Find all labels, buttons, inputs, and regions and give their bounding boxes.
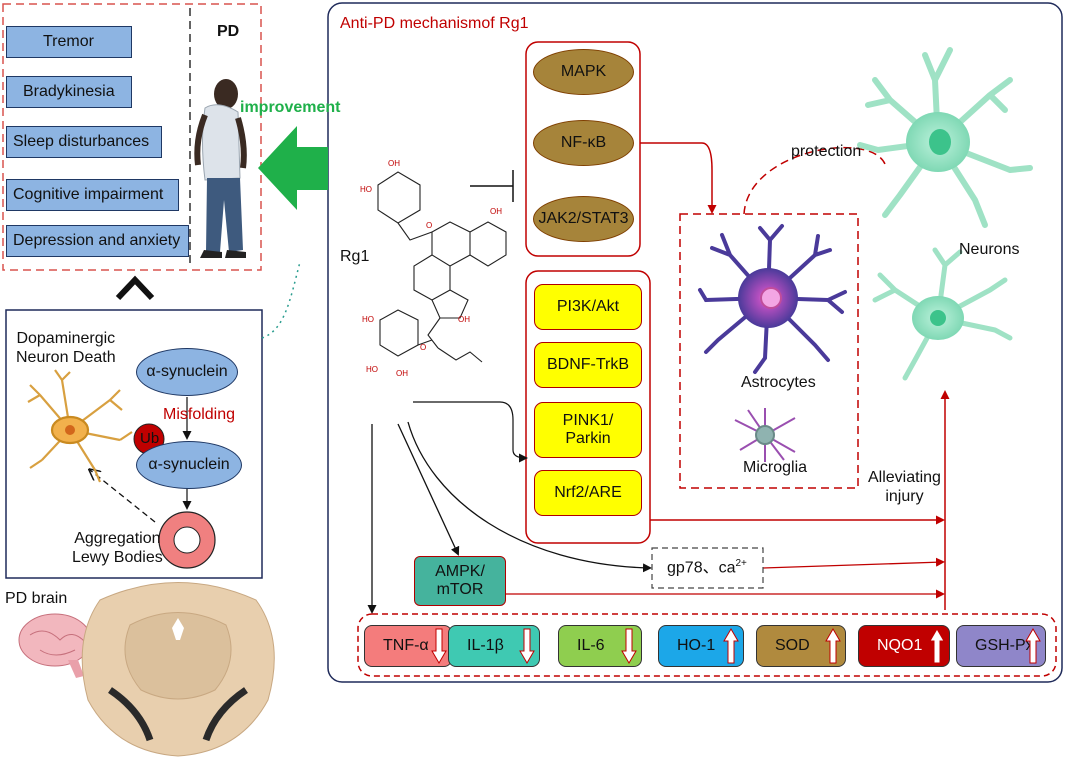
marker-label: HO-1 [677, 636, 716, 654]
improvement-label: improvement [240, 99, 341, 116]
marker-0: TNF-α [364, 625, 452, 667]
marker-label: NQO1 [877, 636, 923, 654]
astrocytes-label: Astrocytes [741, 374, 816, 391]
svg-text:HO: HO [362, 315, 374, 324]
marker-label: SOD [775, 636, 810, 654]
down-arrow-icon [431, 628, 447, 664]
brain-icon [18, 613, 92, 678]
microglia-illustration [734, 408, 796, 462]
pathway-bdnf-trkb: BDNF-TrkB [534, 342, 642, 388]
symptoms-frame [2, 3, 262, 271]
marker-5: NQO1 [858, 625, 950, 667]
marker-3: HO-1 [658, 625, 744, 667]
marker-label: GSH-Px [975, 636, 1034, 654]
svg-text:OH: OH [490, 207, 502, 216]
up-arrow-icon [929, 628, 945, 664]
pathway-nrf2-are: Nrf2/ARE [534, 470, 642, 516]
pathway-pi3k-akt: PI3K/Akt [534, 284, 642, 330]
neurons-label: Neurons [959, 241, 1020, 258]
up-arrow-icon [825, 628, 841, 664]
pathway-nfkb: NF-κB [533, 120, 634, 166]
microglia-label: Microglia [743, 459, 808, 476]
svg-text:OH: OH [458, 315, 470, 324]
neuron-bottom-illustration [872, 247, 1013, 381]
up-arrow-icon [1025, 628, 1041, 664]
marker-2: IL-6 [558, 625, 642, 667]
symptom-sleep: Sleep disturbances [6, 126, 162, 158]
midbrain-section-illustration [81, 582, 275, 757]
symptom-bradykinesia: Bradykinesia [6, 76, 132, 108]
pathway-pink1-parkin: PINK1/ Parkin [534, 402, 642, 458]
marker-label: TNF-α [383, 636, 429, 654]
rg1-label: Rg1 [340, 248, 370, 265]
protection-label: protection [791, 143, 862, 160]
down-arrow-icon [621, 628, 637, 664]
ub-label: Ub [140, 430, 160, 447]
pathology-frame [5, 309, 263, 579]
alleviating-label: Alleviating injury [868, 469, 941, 506]
up-chevron-icon [115, 275, 155, 301]
pd-patient-illustration [194, 79, 247, 258]
svg-text:OH: OH [388, 159, 400, 168]
marker-6: GSH-Px [956, 625, 1046, 667]
astrocyte-illustration [698, 224, 847, 374]
neuron-top-illustration [857, 47, 1033, 228]
activated-group [525, 270, 651, 544]
svg-text:OH: OH [396, 369, 408, 378]
synuclein-oval-2: α-synuclein [136, 441, 242, 489]
symptom-tremor: Tremor [6, 26, 132, 58]
pathway-ampk-mtor: AMPK/ mTOR [414, 556, 506, 606]
improvement-arrow-icon [258, 126, 328, 210]
pathway-mapk: MAPK [533, 49, 634, 95]
inhibited-group [525, 41, 641, 257]
symptom-cognitive: Cognitive impairment [6, 179, 179, 211]
rg1-molecule-illustration: HO OH O OH OH O HO HO OH [360, 159, 507, 378]
pd-brain-label: PD brain [5, 590, 68, 607]
aggregation-label: Aggregation Lewy Bodies [72, 530, 163, 567]
mechanism-frame [327, 2, 1063, 683]
misfolding-label: Misfolding [163, 406, 236, 423]
marker-label: IL-1β [467, 636, 504, 654]
symptom-depression: Depression and anxiety [6, 225, 189, 257]
pd-label: PD [217, 23, 240, 40]
marker-1: IL-1β [448, 625, 540, 667]
synuclein-oval: α-synuclein [136, 348, 238, 396]
marker-label: IL-6 [577, 636, 605, 654]
marker-4: SOD [756, 625, 846, 667]
markers-frame [357, 613, 1057, 677]
gp78-label: gp78、ca2+ [667, 558, 747, 577]
svg-text:O: O [426, 221, 432, 230]
glia-frame [679, 213, 859, 489]
svg-text:HO: HO [366, 365, 378, 374]
up-arrow-icon [723, 628, 739, 664]
svg-text:O: O [420, 343, 426, 352]
dopaminergic-neuron-illustration [27, 369, 133, 483]
dopaminergic-label: Dopaminergic Neuron Death [16, 330, 116, 367]
pathway-jak2-stat3: JAK2/STAT3 [533, 196, 634, 242]
marker-row: TNF-α IL-1β IL-6 HO-1 SOD NQO1 GSH-Px [364, 625, 1052, 667]
svg-text:HO: HO [360, 185, 372, 194]
mechanism-title: Anti-PD mechanismof Rg1 [340, 15, 529, 32]
down-arrow-icon [519, 628, 535, 664]
